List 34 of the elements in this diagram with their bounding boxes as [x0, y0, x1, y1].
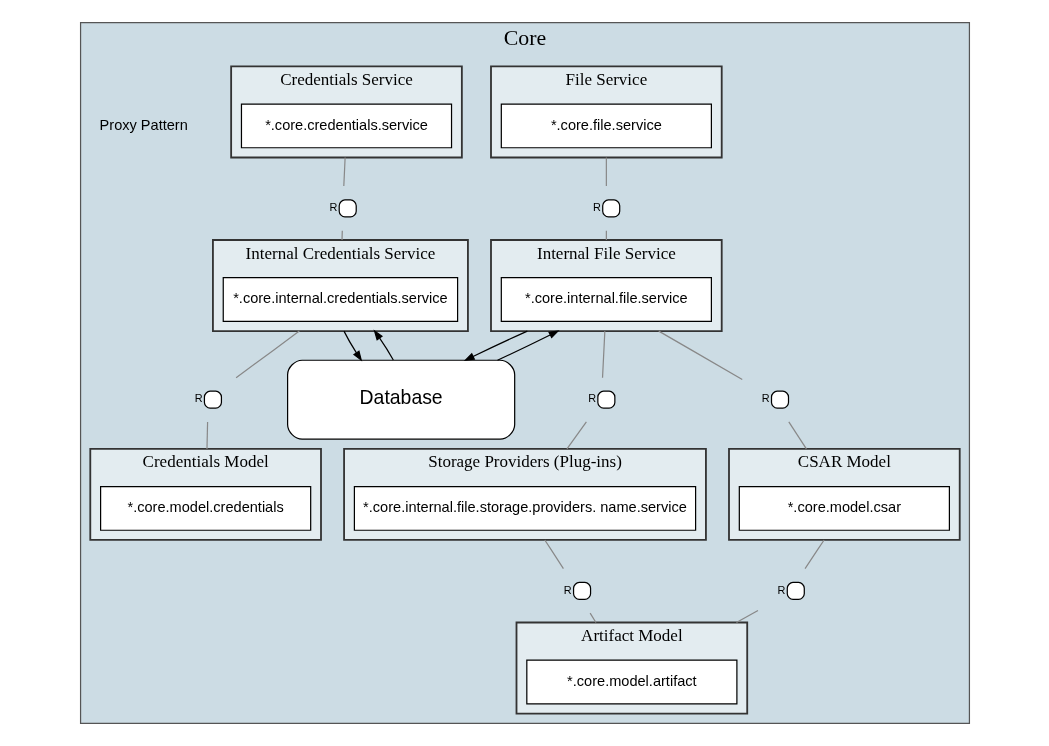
- connector: [605, 156, 607, 187]
- arrow: [342, 330, 362, 362]
- connector: [543, 539, 564, 570]
- node-box: *.core.file.service: [500, 103, 712, 149]
- connector: [657, 330, 743, 381]
- connector: [787, 421, 807, 450]
- node-box: *.core.internal.file.storage.providers. name.service: [353, 485, 696, 531]
- label: Proxy Pattern: [99, 116, 188, 133]
- connector: [601, 330, 605, 379]
- connector: [340, 230, 343, 241]
- arrow: [496, 330, 560, 361]
- node-box: Database: [286, 359, 515, 440]
- node-label: R: [563, 583, 572, 596]
- node-box: *.core.internal.file.service: [500, 277, 712, 322]
- node-label: R: [592, 201, 601, 214]
- node-box: *.core.model.credentials: [99, 485, 311, 531]
- arrow: [463, 330, 528, 362]
- node-label: R: [587, 392, 596, 405]
- connector: [342, 156, 346, 187]
- node-label: R: [761, 392, 770, 405]
- arrow: [373, 329, 394, 361]
- connector: [205, 421, 208, 450]
- connector: [803, 539, 825, 570]
- node-box: *.core.internal.credentials.service: [222, 277, 458, 322]
- connector: [565, 421, 587, 450]
- connector: [589, 612, 597, 624]
- node-label: R: [777, 583, 785, 596]
- connector: [735, 609, 759, 624]
- node-box: *.core.model.csar: [738, 485, 950, 531]
- node-label: R: [194, 392, 203, 405]
- node-label: R: [329, 201, 337, 214]
- connector: [235, 330, 300, 379]
- node-box: *.core.model.artifact: [525, 659, 737, 705]
- node-box: *.core.credentials.service: [240, 103, 452, 149]
